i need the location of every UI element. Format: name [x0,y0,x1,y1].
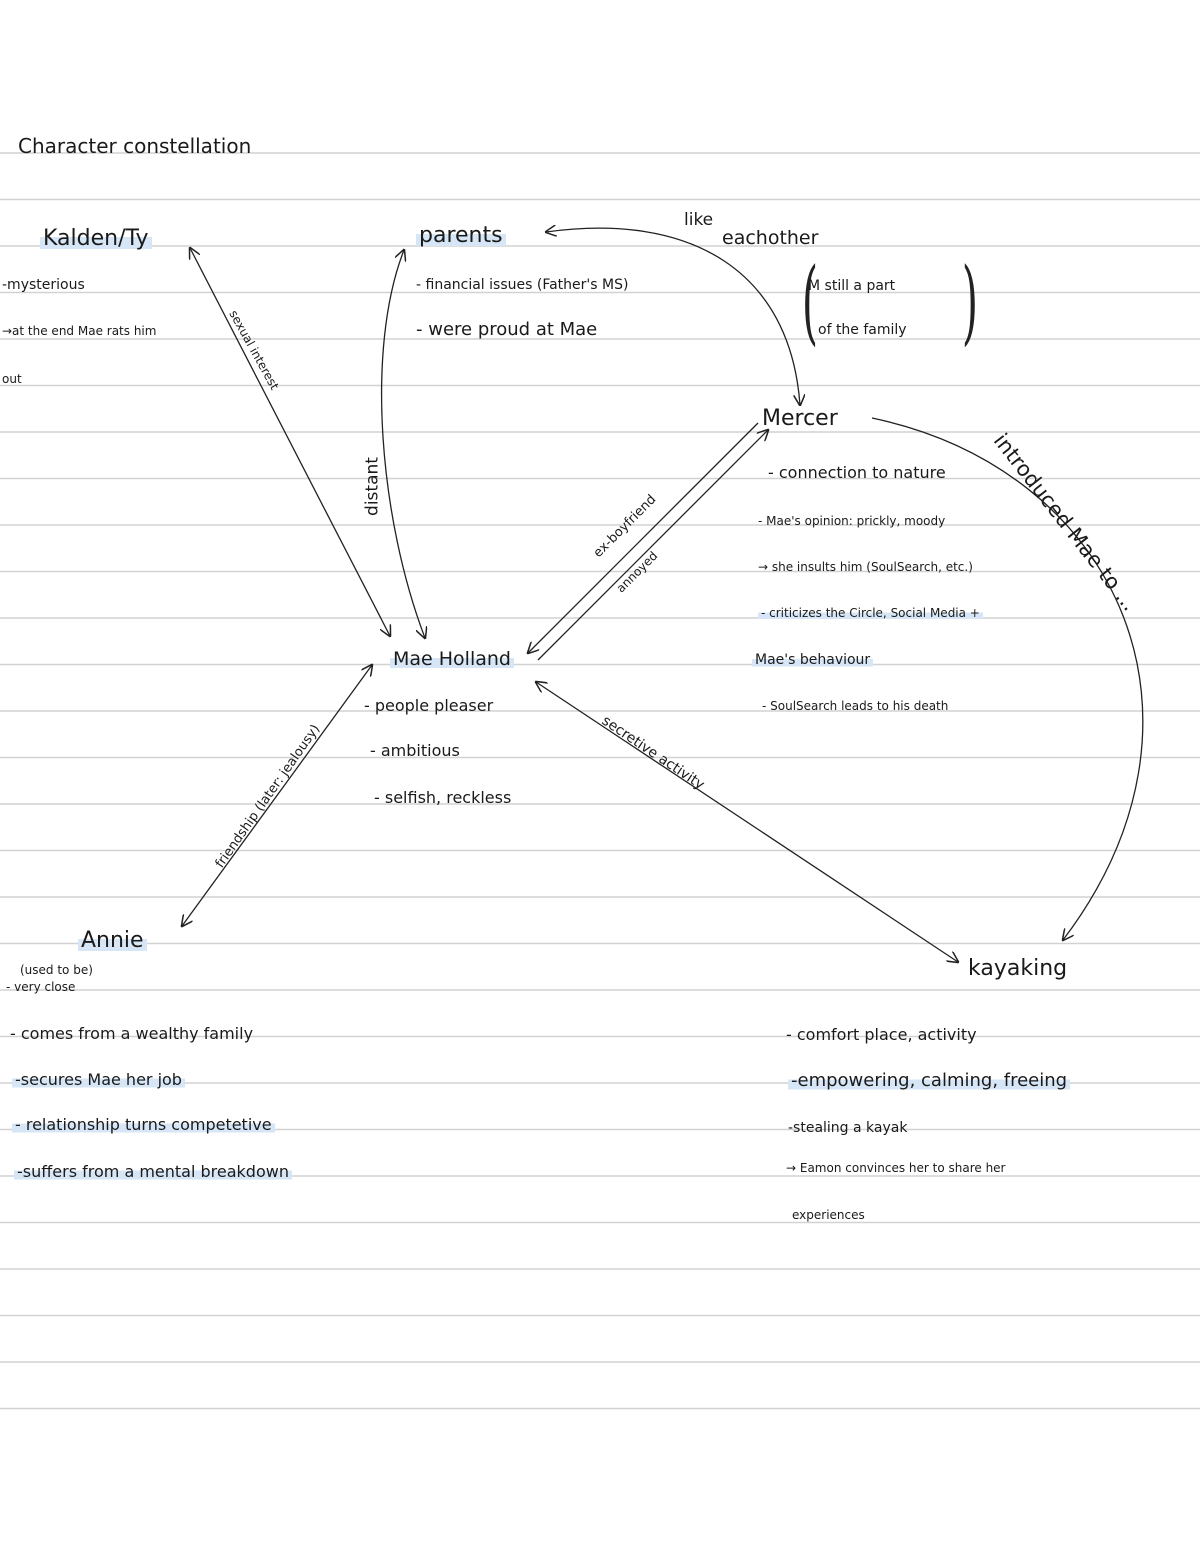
arrow-parents-mae [380,250,425,638]
mercer-note-highlight: Mae's behaviour [752,652,874,668]
annie-note: - comes from a wealthy family [10,1024,254,1043]
annie-note: - very close [6,980,76,994]
kayaking-note: -stealing a kayak [788,1120,908,1136]
node-annie-name: Annie [78,928,147,953]
paren-right: ) [961,248,979,355]
kayaking-note: → Eamon convinces her to share her [786,1161,1006,1175]
kalden-note: -mysterious [2,277,85,293]
annie-note-highlight: -secures Mae her job [12,1070,185,1089]
node-kayaking: kayaking [968,958,1067,980]
node-parents-name: parents [416,223,506,248]
arrow-mercer-kayaking [871,417,1144,940]
kayaking-note-highlight: -empowering, calming, freeing [788,1070,1071,1091]
mercer-note: - connection to nature [768,463,946,482]
arrow-mae-kayaking [536,682,958,962]
label-parents-mae: distant [362,457,383,516]
node-mae-name: Mae Holland [390,648,514,670]
node-kalden: Kalden/Ty [40,226,152,251]
page-title: Character constellation [18,134,252,158]
parents-side-note: of the family [818,322,907,338]
kayaking-note: experiences [792,1208,865,1222]
mercer-note: - Mae's opinion: prickly, moody [758,514,946,528]
kalden-note: out [2,372,22,386]
arrow-mae-annie [182,665,372,926]
mae-note: - people pleaser [364,696,494,715]
parents-note: - were proud at Mae [416,319,598,340]
kayaking-note: -empowering, calming, freeing [788,1070,1071,1091]
label-parents-mercer-b: eachother [722,227,819,249]
node-parents: parents [416,223,506,248]
node-mercer-name: Mercer [762,406,838,431]
arrow-mae-to-mercer [537,430,768,661]
label-parents-mercer-a: like [684,210,714,230]
kalden-note: →at the end Mae rats him [2,324,157,338]
paren-left: ( [801,248,819,355]
annie-note-highlight: -suffers from a mental breakdown [14,1162,292,1181]
annie-note: -secures Mae her job [12,1070,185,1089]
mercer-note: Mae's behaviour [752,652,874,668]
annie-note: - relationship turns competetive [12,1115,275,1134]
kayaking-note: - comfort place, activity [786,1025,977,1044]
parents-note: - financial issues (Father's MS) [416,277,629,293]
parents-side-note: M still a part [808,278,896,294]
mercer-note: - SoulSearch leads to his death [762,699,949,713]
annie-note-highlight: - relationship turns competetive [12,1115,275,1134]
arrow-kalden-mae [190,248,390,636]
node-kayaking-name: kayaking [968,956,1068,981]
mercer-note: - criticizes the Circle, Social Media + [758,606,983,620]
node-mercer: Mercer [762,408,838,430]
mae-note: - ambitious [370,741,460,760]
mae-note: - selfish, reckless [374,788,512,807]
arrow-parents-mercer [546,228,800,405]
node-mae: Mae Holland [390,648,514,670]
annie-note: (used to be) [20,963,93,977]
annie-note: -suffers from a mental breakdown [14,1162,292,1181]
arrow-mercer-to-mae [528,422,759,653]
mercer-note-highlight: - criticizes the Circle, Social Media + [758,606,983,620]
node-kalden-name: Kalden/Ty [40,226,152,251]
mercer-note: → she insults him (SoulSearch, etc.) [758,560,973,574]
node-annie: Annie [78,928,147,953]
